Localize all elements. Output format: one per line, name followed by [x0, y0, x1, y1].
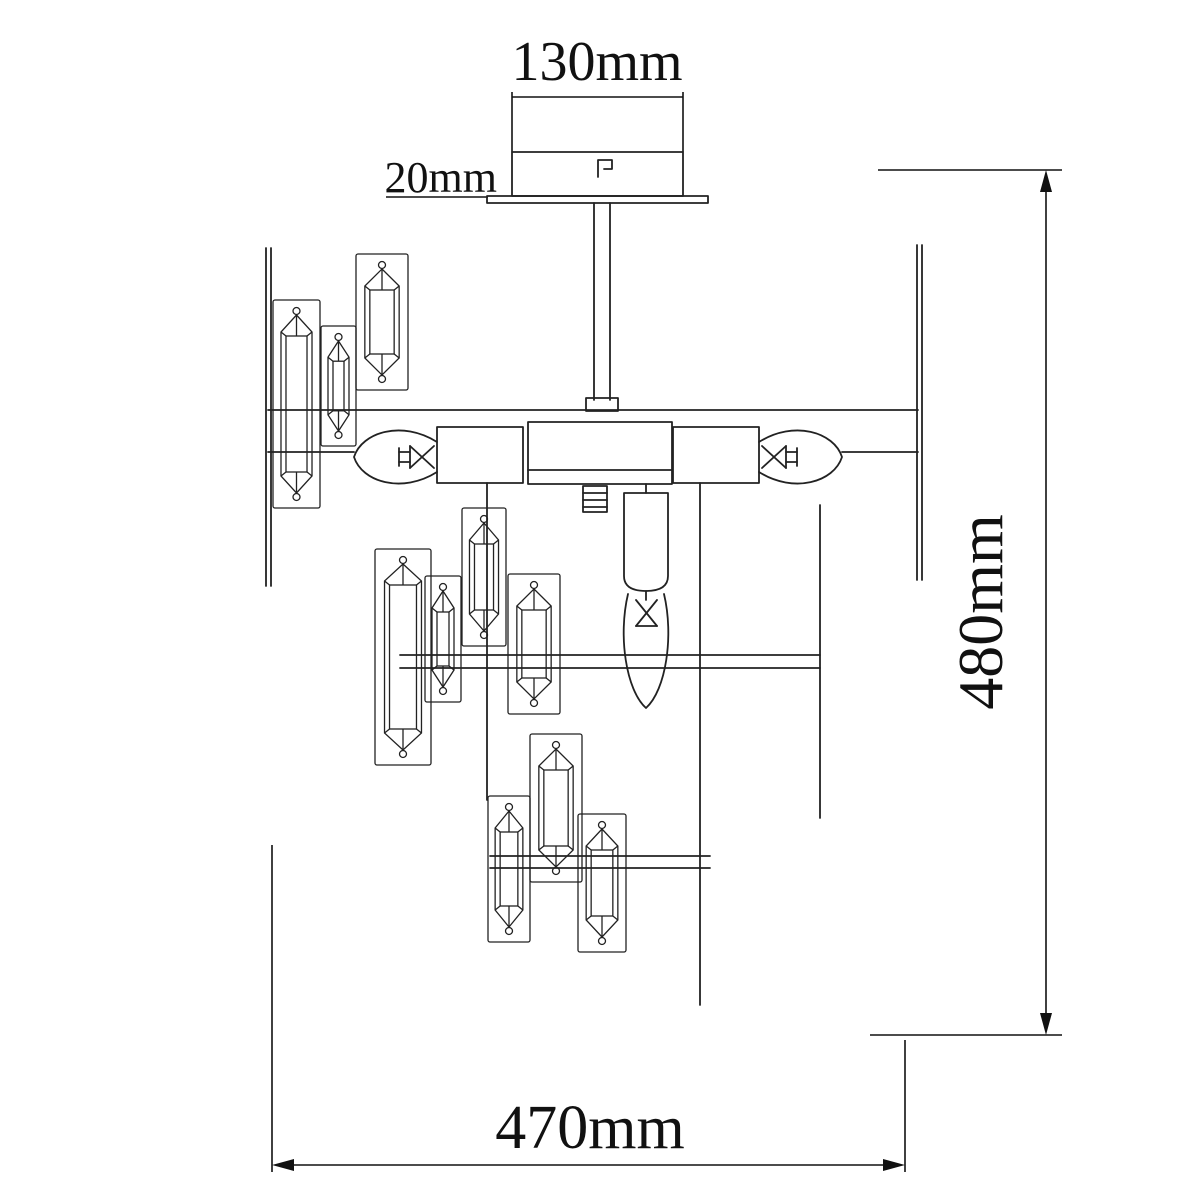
- main-arm: [267, 409, 919, 485]
- crystal-plate: [374, 548, 432, 766]
- dimension-overall-width: 470mm: [271, 845, 906, 1172]
- left-candle-holder: [436, 426, 524, 484]
- crystal-plate: [529, 733, 583, 883]
- dimension-canopy-width: 130mm: [511, 31, 684, 152]
- ceiling-canopy: [486, 151, 709, 204]
- crystal-plate: [461, 507, 507, 647]
- arrowhead-up: [1040, 170, 1052, 192]
- dimension-overall-height: 480mm: [870, 169, 1062, 1036]
- arrowhead-right: [883, 1159, 905, 1171]
- crystal-plate: [577, 813, 627, 953]
- lower-tier-bars: [489, 855, 711, 869]
- crystal-plate: [424, 575, 462, 703]
- dimension-label-canopy-height: 20mm: [385, 153, 497, 202]
- crystal-plate: [272, 299, 321, 509]
- side-plates-and-rods: [265, 244, 923, 1006]
- middle-tier-bars: [399, 654, 821, 669]
- right-candle-bulb: [758, 429, 843, 485]
- arrowhead-down: [1040, 1013, 1052, 1035]
- dimension-label-overall-height: 480mm: [945, 514, 1016, 710]
- chandelier-fixture: [265, 151, 923, 1006]
- crystal-plate: [355, 253, 409, 391]
- dimension-label-canopy-width: 130mm: [511, 31, 682, 93]
- crystal-plate: [507, 573, 561, 715]
- left-candle-bulb: [353, 429, 438, 485]
- arrowhead-left: [272, 1159, 294, 1171]
- dimension-canopy-height: 20mm: [385, 153, 497, 202]
- center-socket: [582, 485, 608, 513]
- crystal-plate: [320, 325, 357, 447]
- center-hub: [527, 421, 673, 485]
- dimension-label-overall-width: 470mm: [495, 1094, 684, 1162]
- right-candle-holder: [672, 426, 760, 484]
- drop-stem: [585, 202, 619, 412]
- mounting-hook-icon: [597, 159, 613, 178]
- center-pendant-bulb: [622, 483, 670, 709]
- crystal-prism-plates: [272, 253, 627, 953]
- crystal-plate: [487, 795, 531, 943]
